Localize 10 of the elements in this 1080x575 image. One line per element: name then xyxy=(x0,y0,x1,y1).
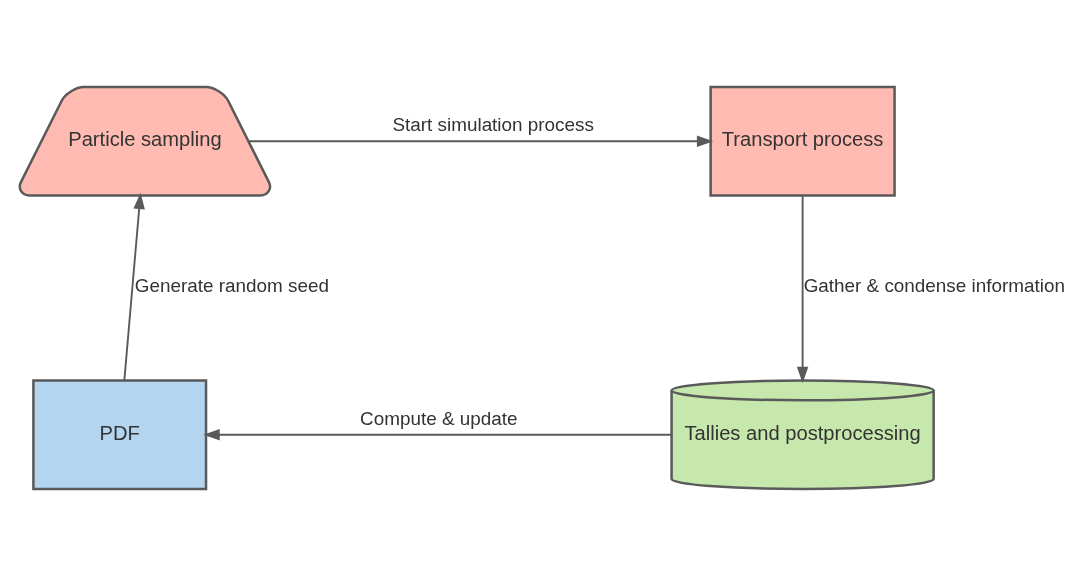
node-box: PDF xyxy=(32,378,208,490)
edge-label: Gather & condense information xyxy=(803,274,1065,296)
arrow xyxy=(796,194,809,383)
edge-label: Generate random seed xyxy=(134,274,329,296)
node-box: Transport process xyxy=(709,85,896,197)
edge-label: Compute & update xyxy=(360,407,518,429)
arrow xyxy=(247,134,714,147)
arrow xyxy=(203,428,673,441)
arrow xyxy=(123,192,145,381)
edge-label: Start simulation process xyxy=(392,113,594,135)
